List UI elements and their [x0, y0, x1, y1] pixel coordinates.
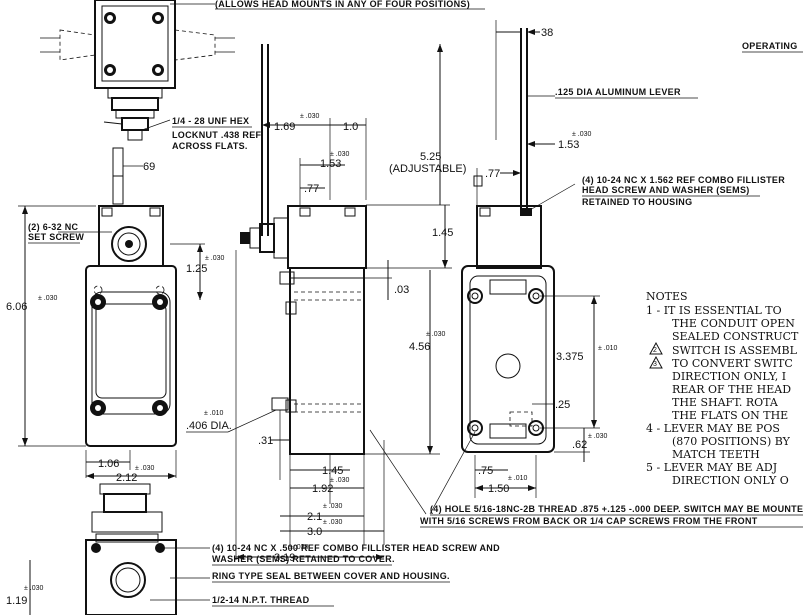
rear-view: [461, 28, 555, 453]
tol-3375: ± .010: [598, 345, 618, 352]
svg-text:DIRECTION ONLY, I: DIRECTION ONLY, I: [672, 370, 786, 383]
dim-77b: .77: [485, 168, 500, 180]
tol-106: ± .030: [135, 465, 155, 472]
dim-125: 1.25: [186, 263, 207, 275]
callout-hex-3: ACROSS FLATS.: [172, 141, 248, 151]
dim-456: 4.56: [409, 341, 430, 353]
svg-text:1 - IT IS ESSENTIAL TO: 1 - IT IS ESSENTIAL TO: [646, 304, 782, 317]
callout-cover-1: (4) 10-24 NC X .500 REF COMBO FILLISTER …: [212, 543, 500, 553]
tol-319: ± .030: [289, 544, 309, 551]
dim-145b: 1.45: [322, 465, 343, 477]
dim-319: 3.19: [274, 552, 295, 564]
dim-10: 1.0: [343, 121, 358, 133]
callout-fillister-3: RETAINED TO HOUSING: [582, 197, 692, 207]
notes-heading: NOTES: [646, 290, 688, 303]
dim-106: 1.06: [98, 458, 119, 470]
svg-text:DIRECTION ONLY O: DIRECTION ONLY O: [672, 474, 789, 487]
dim-153b: 1.53: [558, 139, 579, 151]
callout-cover-2: WASHER (SEMS) RETAINED TO COVER.: [212, 554, 395, 564]
callout-hex-2: LOCKNUT .438 REF: [172, 130, 262, 140]
dim-3375: 3.375: [556, 351, 584, 363]
notes-block: NOTES 1 - IT IS ESSENTIAL TO THE CONDUIT…: [646, 290, 799, 487]
svg-text:TO CONVERT SWITC: TO CONVERT SWITC: [672, 357, 793, 370]
tol-406: ± .010: [204, 410, 224, 417]
dim-69: 69: [143, 161, 155, 173]
dim-21: 2.1: [307, 511, 322, 523]
head-top-view: [40, 0, 235, 141]
tol-119: ± .030: [24, 585, 44, 592]
dim-75: .75: [478, 465, 493, 477]
dim-212: 2.12: [116, 472, 137, 484]
dim-30: 3.0: [307, 526, 322, 538]
bottom-view: [85, 483, 177, 615]
dim-77a: .77: [304, 183, 319, 195]
dim-03: .03: [394, 284, 409, 296]
tol-21: ± .030: [323, 503, 343, 510]
callout-fillister-1: (4) 10-24 NC X 1.562 REF COMBO FILLISTER: [582, 175, 785, 185]
dim-119: 1.19: [6, 595, 27, 607]
tol-192: ± .030: [330, 477, 350, 484]
callout-lever: .125 DIA ALUMINUM LEVER: [555, 87, 681, 97]
tol-606: ± .030: [38, 295, 58, 302]
dim-525: 5.25: [420, 151, 441, 163]
callout-hole-2: WITH 5/16 SCREWS FROM BACK OR 1/4 CAP SC…: [420, 516, 758, 526]
callout-fillister-2: HEAD SCREW AND WASHER (SEMS): [582, 185, 750, 195]
top-callout: (ALLOWS HEAD MOUNTS IN ANY OF FOUR POSIT…: [215, 0, 470, 9]
dim-145: 1.45: [432, 227, 453, 239]
operating-label: OPERATING: [742, 41, 798, 51]
dim-62: .62: [572, 439, 587, 451]
callout-setscrew-1: (2) 6-32 NC: [28, 222, 79, 232]
callout-hole-1: (4) HOLE 5/16-18NC-2B THREAD .875 +.125 …: [430, 504, 803, 514]
dim-38: 38: [541, 27, 553, 39]
tol-150: ± .010: [508, 475, 528, 482]
dim-406: .406 DIA.: [186, 420, 232, 432]
side-view: [240, 44, 367, 455]
dim-adj: (ADJUSTABLE): [389, 163, 466, 175]
callout-hex-1: 1/4 - 28 UNF HEX: [172, 116, 249, 126]
dim-192: 1.92: [312, 483, 333, 495]
svg-text:SWITCH IS ASSEMBL: SWITCH IS ASSEMBL: [672, 344, 798, 357]
tol-125: ± .030: [205, 255, 225, 262]
tol-153a: ± .030: [330, 151, 350, 158]
dim-25: .25: [555, 399, 570, 411]
tol-62: ± .030: [588, 433, 608, 440]
dim-606: 6.06: [6, 301, 27, 313]
callout-thread: 1/2-14 N.P.T. THREAD: [212, 595, 310, 605]
svg-text:5 - LEVER MAY BE ADJ: 5 - LEVER MAY BE ADJ: [646, 461, 777, 474]
tol-456: ± .030: [426, 331, 446, 338]
tol-169: ± .030: [300, 113, 320, 120]
callout-setscrew-2: SET SCREW: [28, 232, 84, 242]
svg-text:(870 POSITIONS) BY: (870 POSITIONS) BY: [672, 435, 791, 448]
svg-text:THE CONDUIT OPEN: THE CONDUIT OPEN: [672, 317, 795, 330]
svg-text:THE SHAFT. ROTA: THE SHAFT. ROTA: [672, 396, 779, 409]
svg-text:2: 2: [653, 347, 657, 354]
tol-30: ± .030: [323, 519, 343, 526]
dim-31: .31: [258, 435, 273, 447]
svg-text:REAR OF THE HEAD: REAR OF THE HEAD: [672, 383, 791, 396]
front-view: [85, 205, 177, 447]
svg-text:THE FLATS ON THE: THE FLATS ON THE: [672, 409, 788, 422]
svg-text:MATCH TEETH: MATCH TEETH: [672, 448, 760, 461]
svg-text:4 - LEVER MAY BE POS: 4 - LEVER MAY BE POS: [646, 422, 780, 435]
dim-153a: 1.53: [320, 158, 341, 170]
callout-seal: RING TYPE SEAL BETWEEN COVER AND HOUSING…: [212, 571, 450, 581]
dim-150: 1.50: [488, 483, 509, 495]
svg-text:SEALED CONSTRUCT: SEALED CONSTRUCT: [672, 330, 799, 343]
svg-text:3: 3: [653, 361, 657, 368]
tol-153b: ± .030: [572, 131, 592, 138]
dim-169: 1.69: [274, 121, 295, 133]
